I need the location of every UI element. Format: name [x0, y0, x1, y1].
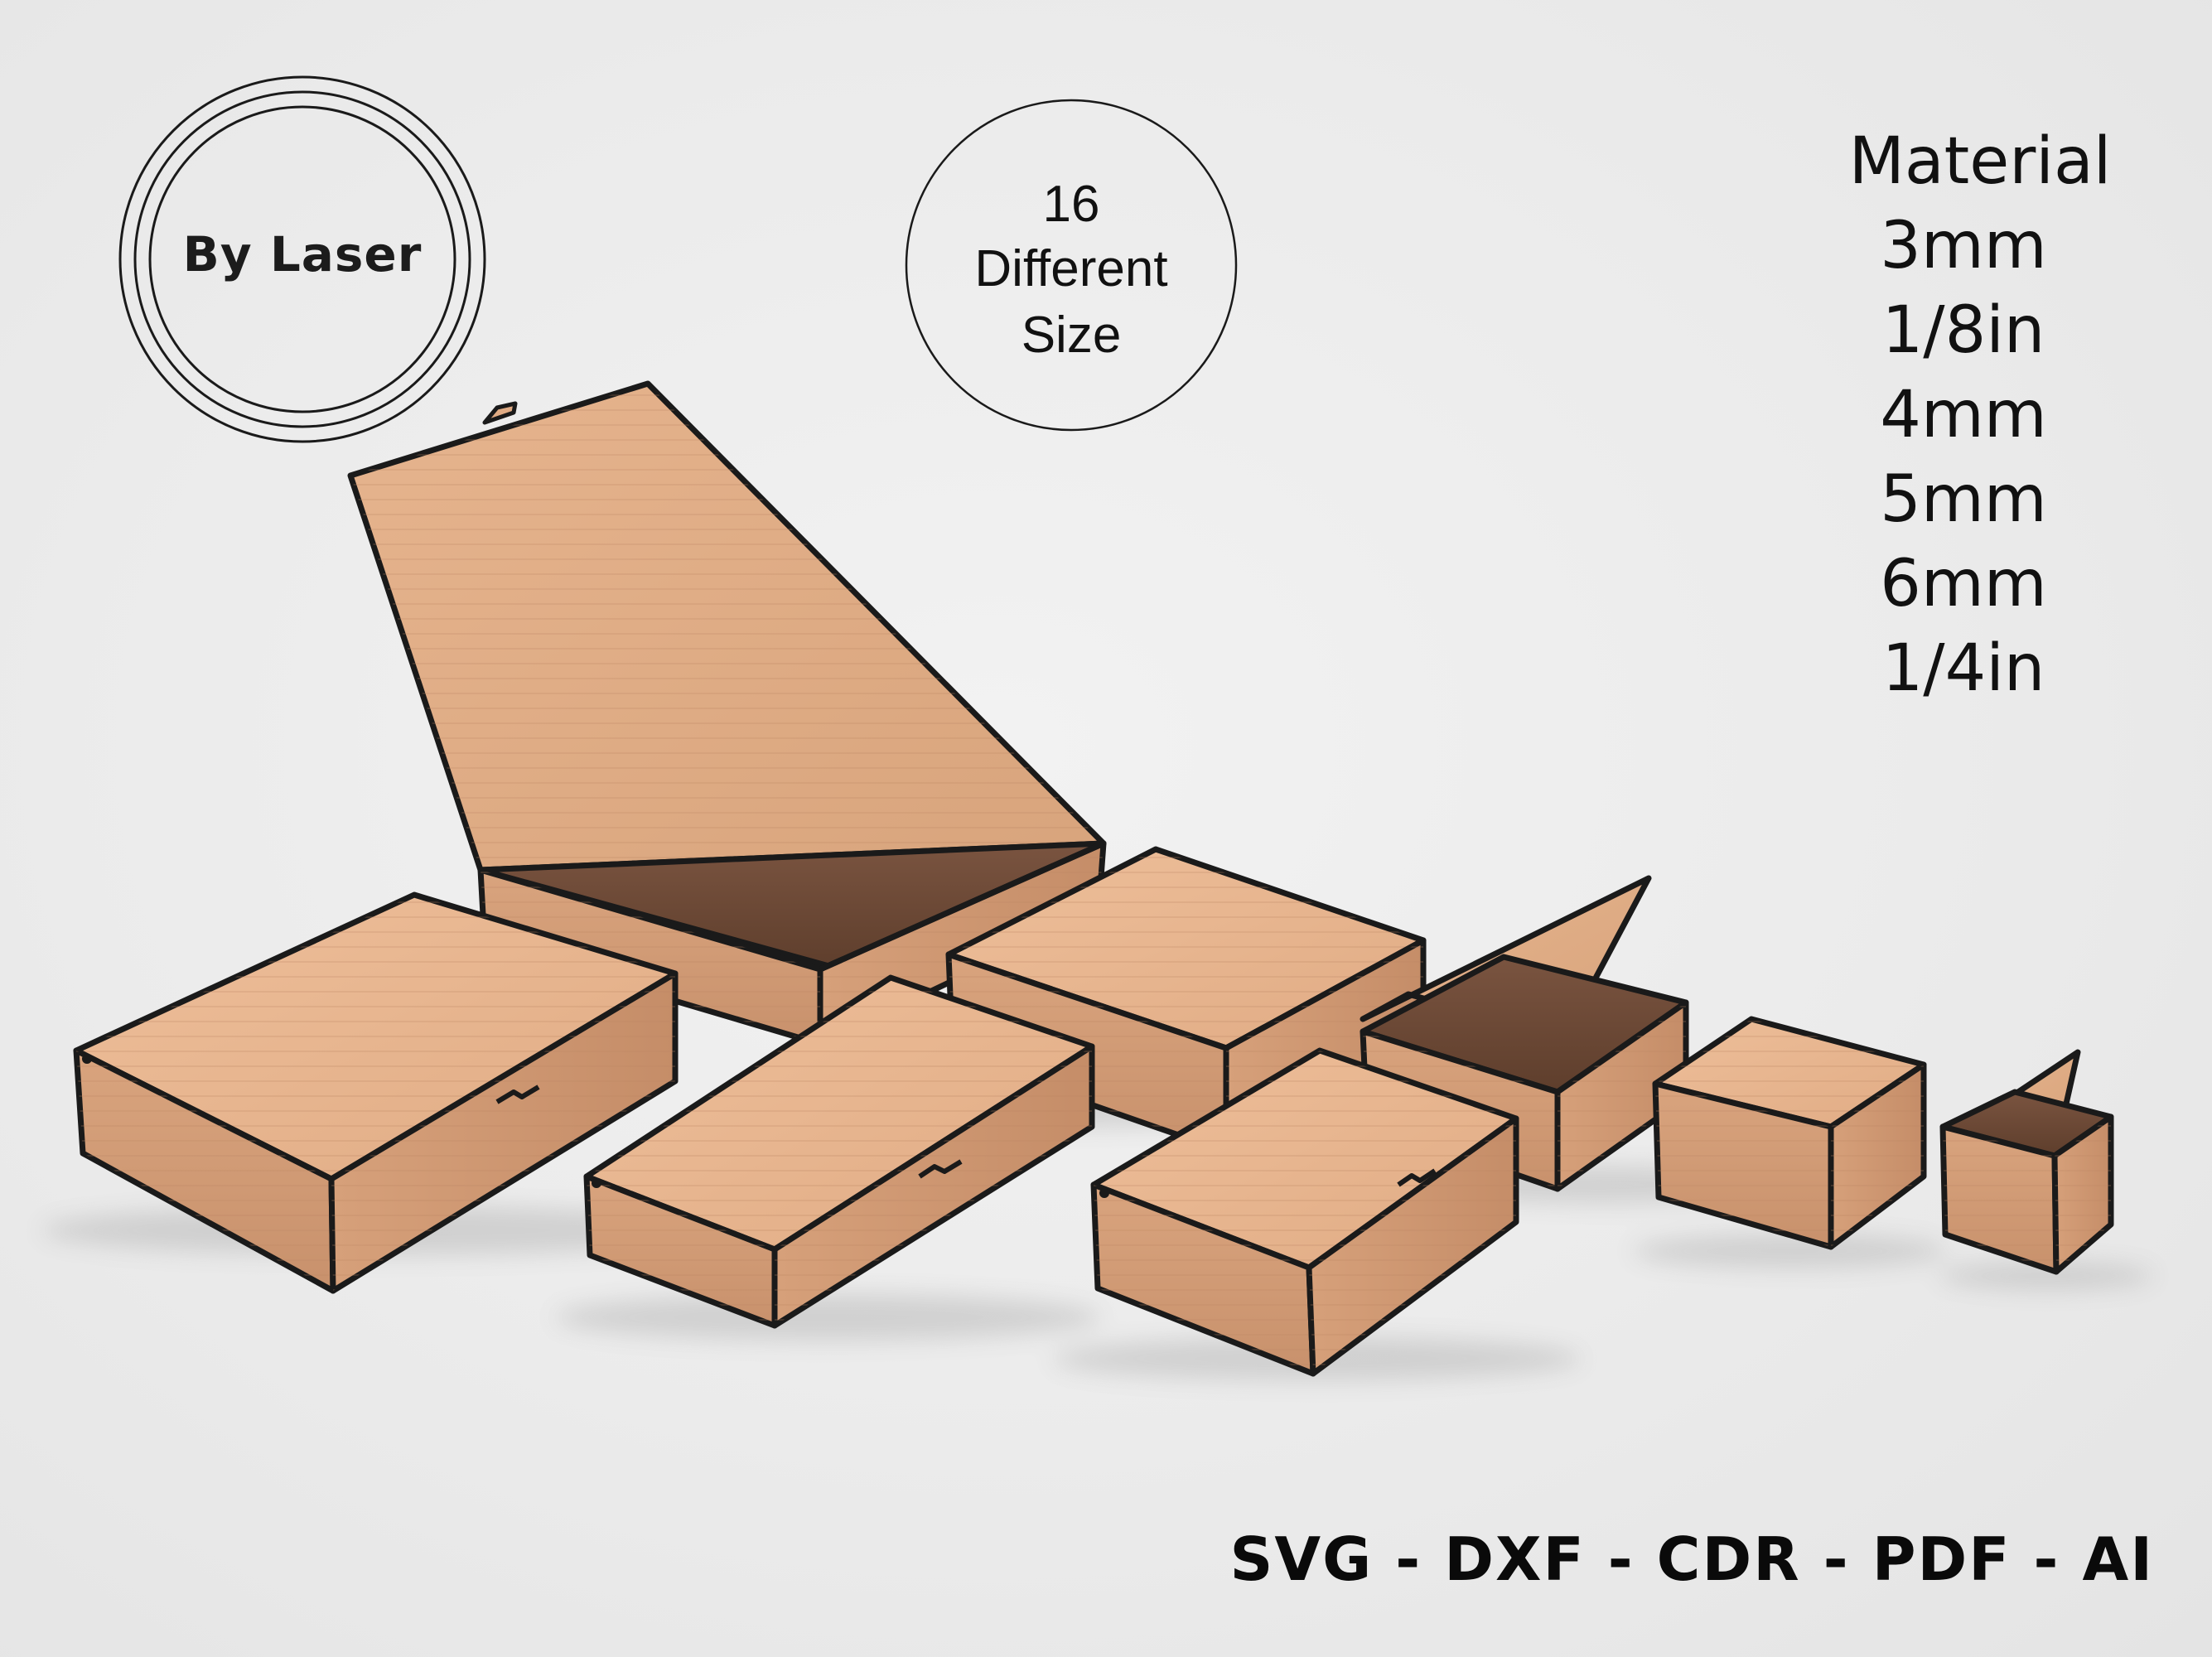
- sizes-label-line1: Different: [974, 240, 1168, 297]
- by-laser-logo: By Laser: [116, 73, 489, 446]
- badge-circle-icon: [905, 99, 1238, 432]
- file-formats: SVG - DXF - CDR - PDF - AI: [1229, 1524, 2154, 1594]
- logo-text: By Laser: [182, 226, 423, 283]
- box-closed-medium-front: [583, 974, 1095, 1329]
- box-open-tiny: [1939, 1049, 2114, 1275]
- box-open-large: [347, 380, 1107, 1047]
- material-item: 1/4in: [1881, 631, 2045, 706]
- box-closed-small: [1652, 1016, 1927, 1250]
- sizes-count: 16: [1042, 176, 1100, 233]
- material-item: 3mm: [1880, 209, 2047, 283]
- material-item: 1/8in: [1881, 293, 2045, 368]
- material-item: 6mm: [1880, 547, 2047, 621]
- material-item: 5mm: [1880, 462, 2047, 537]
- sizes-badge: 16 Different Size: [904, 98, 1239, 432]
- material-heading: Material: [1848, 124, 2112, 199]
- box-closed-large: [73, 891, 679, 1294]
- sizes-label-line2: Size: [1021, 307, 1122, 364]
- logo-rings-icon: [118, 75, 486, 443]
- material-item: 4mm: [1880, 378, 2047, 452]
- box-closed-medium-bottom: [1090, 1047, 1519, 1377]
